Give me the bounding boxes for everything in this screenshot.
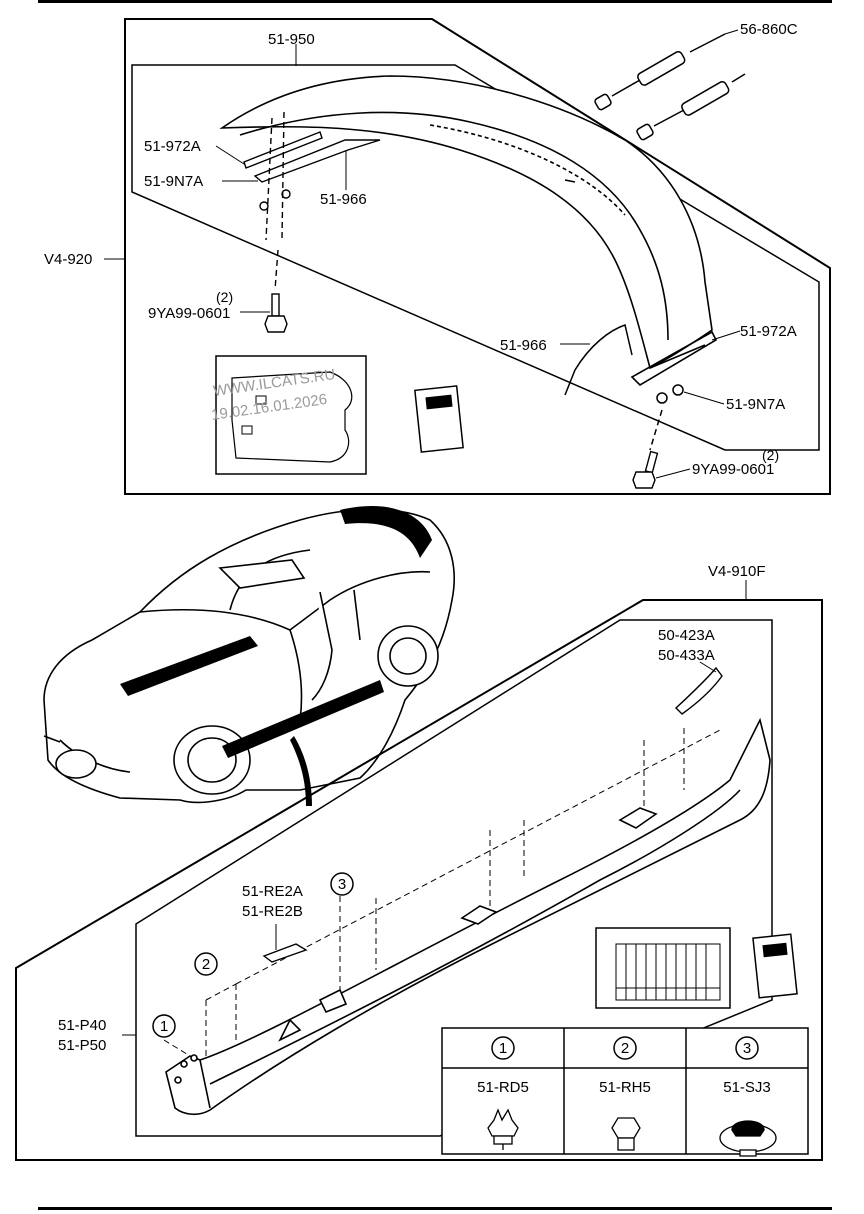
template-sheet: WWW.ILCATS.RU 19.02.16.01.2026: [210, 355, 367, 475]
label-clip-right: 51-9N7A: [726, 396, 785, 413]
table-header-3: 3: [743, 1040, 751, 1057]
direction-arrow: [290, 736, 312, 806]
label-cover-alt: 51-RE2B: [242, 903, 303, 920]
cover-piece: [262, 943, 308, 963]
label-side-skirt: 51-P40: [58, 1017, 106, 1034]
lower-frame: [15, 599, 823, 1161]
clip-rd5-icon: [487, 1108, 519, 1150]
instruction-strip-sheet: [595, 927, 731, 1009]
label-bolt-right-qty: (2): [762, 447, 779, 463]
left-tape-clip-group: [243, 111, 381, 291]
callout-1-text: 1: [160, 1018, 168, 1035]
callout-2-text: 2: [202, 956, 210, 973]
clip-sj3-icon: [719, 1120, 777, 1157]
label-gas-strut: 56-860C: [740, 21, 798, 38]
lower-leaders: [122, 580, 747, 1036]
label-tape-left: 51-972A: [144, 138, 201, 155]
label-bolt-left-qty: (2): [216, 289, 233, 305]
label-wire-right: 51-966: [500, 337, 547, 354]
side-skirt: [165, 717, 771, 1116]
manual-booklet-icon: [414, 385, 464, 453]
label-wire-left: 51-966: [320, 191, 367, 208]
label-molding: 50-423A: [658, 627, 715, 644]
label-clip-left: 51-9N7A: [144, 173, 203, 190]
label-upper-group: V4-920: [44, 251, 92, 268]
clip-rh5-icon: [611, 1117, 641, 1151]
right-bolt: [632, 450, 659, 489]
upper-leaders: [104, 44, 741, 479]
table-part-1: 51-RD5: [477, 1079, 529, 1096]
upper-frame: [124, 18, 831, 495]
table-header-2: 2: [621, 1040, 629, 1057]
callout-2: 2: [194, 952, 218, 976]
label-cover: 51-RE2A: [242, 883, 303, 900]
lower-inner-frame: [135, 619, 773, 1137]
gas-strut-pair: [594, 33, 746, 141]
table-part-2: 51-RH5: [599, 1079, 651, 1096]
manual-booklet-icon-lower: [752, 933, 798, 999]
top-border: [38, 0, 832, 3]
table-part-3: 51-SJ3: [723, 1079, 771, 1096]
label-side-skirt-alt: 51-P50: [58, 1037, 106, 1054]
lower-guides: [163, 728, 721, 1060]
callout-1: 1: [152, 1014, 176, 1038]
label-spoiler: 51-950: [268, 31, 315, 48]
label-tape-right: 51-972A: [740, 323, 797, 340]
right-wire-clip-group: [564, 324, 684, 451]
upper-inner-frame: [131, 64, 820, 451]
callout-3: 3: [330, 872, 354, 896]
label-lower-group: V4-910F: [708, 563, 766, 580]
table-header-1: 1: [499, 1040, 507, 1057]
bottom-border: [38, 1207, 832, 1210]
callout-3-text: 3: [338, 876, 346, 893]
car-illustration: [43, 508, 455, 804]
label-molding-alt: 50-433A: [658, 647, 715, 664]
left-bolt: [264, 293, 288, 333]
car-part-highlights: [120, 505, 432, 758]
label-bolt-right: 9YA99-0601: [692, 461, 774, 478]
rear-spoiler: [219, 75, 718, 387]
molding-strip: [674, 666, 723, 715]
label-bolt-left: 9YA99-0601: [148, 305, 230, 322]
